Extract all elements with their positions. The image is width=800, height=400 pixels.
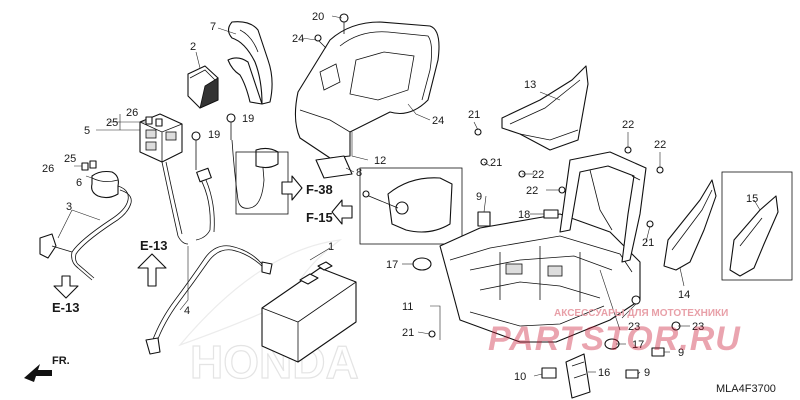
part-15-cover (721, 171, 793, 281)
relay-lead (231, 139, 289, 215)
ref-e13-down: E-13 (52, 300, 79, 315)
e13-down-arrow (53, 275, 79, 299)
part-1-battery (261, 261, 357, 363)
part-2-relay (187, 65, 219, 109)
callout-11: 11 (402, 301, 413, 313)
callout-7: 7 (210, 21, 216, 33)
callout-19b: 19 (208, 129, 220, 141)
callout-16: 16 (598, 367, 610, 379)
diagram-code: MLA4F3700 (716, 383, 776, 395)
callout-26b: 26 (42, 163, 54, 175)
part-8-sticker (315, 155, 353, 179)
leader-lines (57, 15, 761, 377)
callout-15: 15 (746, 193, 758, 205)
callout-21a: 21 (468, 109, 480, 121)
callout-12: 12 (374, 155, 386, 167)
f15-arrow (331, 199, 353, 225)
callout-17b: 17 (632, 339, 644, 351)
fusebox-harness (161, 161, 215, 245)
watermark: АКСЕССУАРЫ ДЛЯ МОТОТЕХНИКИ PARTSTOR.RU (488, 308, 741, 358)
callout-23b: 23 (692, 321, 704, 333)
callout-17a: 17 (386, 259, 398, 271)
callout-24a: 24 (292, 33, 304, 45)
callout-2: 2 (190, 41, 196, 53)
callout-9b: 9 (678, 347, 684, 359)
callouts: 1 2 3 4 5 6 7 8 9 9 9 10 11 12 13 14 15 … (42, 11, 776, 395)
part-3-cable (39, 185, 132, 281)
watermark-logo: PARTSTOR.RU (488, 320, 741, 358)
part-4-battery-cable (145, 245, 273, 355)
callout-22d: 22 (526, 185, 538, 197)
center-cover (359, 167, 463, 245)
upper-tray (294, 13, 440, 159)
callout-9a: 9 (476, 191, 482, 203)
callout-26a: 26 (126, 107, 138, 119)
part-16-bracket (565, 353, 591, 399)
e13-up-arrow (137, 253, 167, 287)
callout-21c: 21 (642, 237, 654, 249)
callout-25b: 25 (64, 153, 76, 165)
honda-wing-watermark (178, 239, 343, 347)
part-13-bracket (501, 65, 589, 151)
callout-19a: 19 (242, 113, 254, 125)
callout-20: 20 (312, 11, 324, 23)
f38-arrow (281, 175, 303, 201)
part-14-cover (663, 179, 717, 271)
callout-5: 5 (84, 125, 90, 137)
ref-f38: F-38 (306, 182, 333, 197)
callout-6: 6 (76, 177, 82, 189)
part-11-lower-tray (439, 213, 641, 343)
callout-23a: 23 (628, 321, 640, 333)
callout-22b: 22 (654, 139, 666, 151)
callout-10: 10 (514, 371, 526, 383)
callout-3: 3 (66, 201, 72, 213)
fr-direction-arrow (24, 364, 52, 382)
callout-22a: 22 (622, 119, 634, 131)
frame-support (559, 151, 647, 263)
callout-4: 4 (184, 305, 190, 317)
bolts-19 (191, 113, 236, 170)
ref-f15: F-15 (306, 210, 333, 225)
callout-21d: 21 (402, 327, 414, 339)
direction-label: FR. (52, 355, 70, 367)
callout-1: 1 (328, 241, 334, 253)
callout-8: 8 (356, 167, 362, 179)
part-7-bracket (227, 21, 273, 105)
callout-24b: 24 (432, 115, 444, 127)
ref-e13-up: E-13 (140, 238, 167, 253)
callout-25a: 25 (106, 117, 118, 129)
part-6-fuse-holder (91, 170, 119, 199)
part-5-fusebox (139, 113, 183, 163)
callout-18: 18 (518, 209, 530, 221)
callout-21b: 21 (490, 157, 502, 169)
callout-9c: 9 (644, 367, 650, 379)
watermark-text: АКСЕССУАРЫ ДЛЯ МОТОТЕХНИКИ (554, 308, 728, 319)
callout-22c: 22 (532, 169, 544, 181)
callout-14: 14 (678, 289, 690, 301)
callout-13: 13 (524, 79, 536, 91)
fuses-25-26 (81, 116, 163, 171)
